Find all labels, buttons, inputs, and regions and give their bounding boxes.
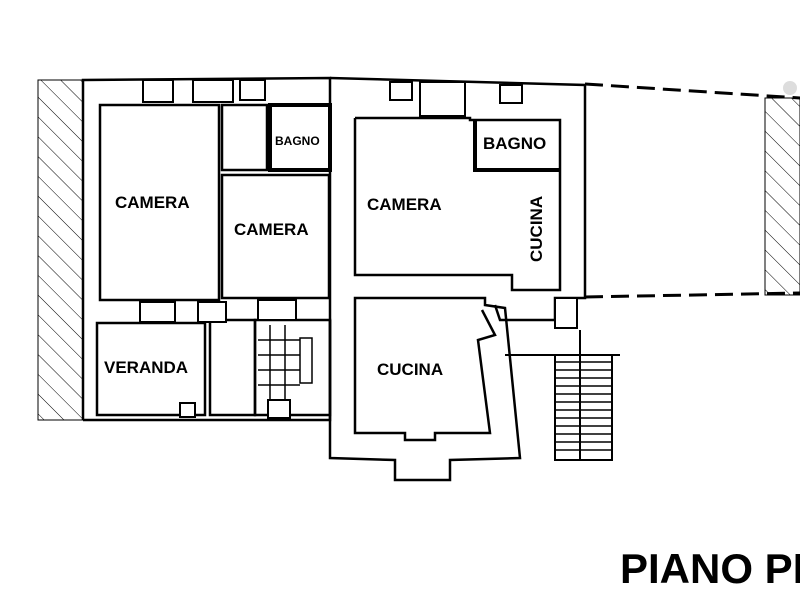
dashed-boundary bbox=[584, 82, 800, 299]
right-block-walls bbox=[328, 76, 620, 482]
room-label-cucina-lower: CUCINA bbox=[377, 360, 443, 379]
left-block-walls bbox=[81, 76, 332, 422]
plan-title: PIANO PR bbox=[620, 545, 800, 592]
hatched-wall-left bbox=[37, 79, 84, 421]
external-stair bbox=[554, 330, 613, 461]
room-label-bagno-right: BAGNO bbox=[483, 134, 546, 153]
corner-mark-icon bbox=[783, 81, 797, 95]
room-label-cucina-vertical: CUCINA bbox=[527, 196, 546, 262]
room-label-camera-right: CAMERA bbox=[367, 195, 442, 214]
room-label-bagno-small: BAGNO bbox=[275, 134, 320, 148]
room-label-veranda: VERANDA bbox=[104, 358, 188, 377]
room-label-camera-middle: CAMERA bbox=[234, 220, 309, 239]
room-label-camera-left: CAMERA bbox=[115, 193, 190, 212]
hatched-wall-right bbox=[764, 97, 800, 296]
